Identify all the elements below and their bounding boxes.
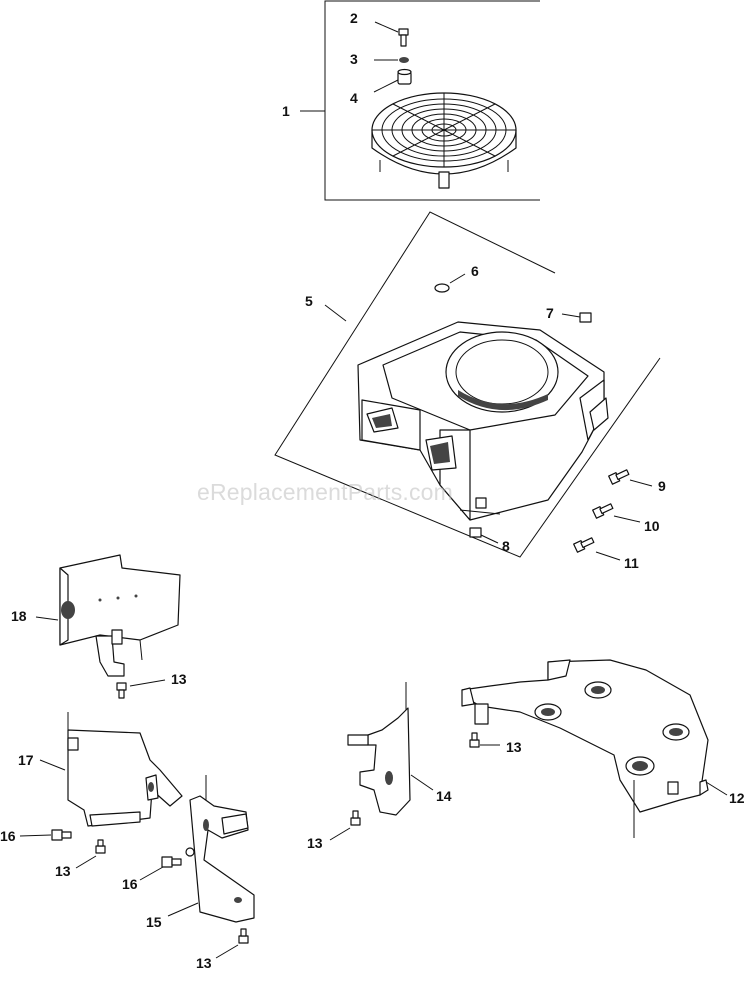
leader-7 <box>561 313 581 318</box>
callout-4: 4 <box>350 90 358 106</box>
callout-13-d: 13 <box>307 835 323 851</box>
leader-14 <box>410 774 434 791</box>
callout-2: 2 <box>350 10 358 26</box>
shroud-part-18 <box>59 554 181 677</box>
screw-part-13-b <box>95 839 106 854</box>
screw-part-13-d <box>350 810 361 826</box>
bracket-part-14 <box>347 682 411 816</box>
callout-9: 9 <box>658 478 666 494</box>
callout-8: 8 <box>502 538 510 554</box>
spacer-part-4 <box>397 68 412 85</box>
leader-13-d <box>329 827 351 841</box>
leader-9 <box>629 479 653 487</box>
callout-18: 18 <box>11 608 27 624</box>
screw-part-9 <box>608 469 630 485</box>
callout-17: 17 <box>18 752 34 768</box>
watermark-text: eReplacementParts.com <box>197 479 453 505</box>
screw-part-13-a <box>116 682 127 699</box>
plug-part-6 <box>434 283 450 293</box>
callout-3: 3 <box>350 51 358 67</box>
screw-part-2 <box>398 28 409 47</box>
callout-10: 10 <box>644 518 660 534</box>
callout-15: 15 <box>146 914 162 930</box>
base-shroud-part-12 <box>461 659 709 838</box>
washer-part-3 <box>399 57 409 63</box>
baffle-part-17 <box>67 712 183 827</box>
screw-part-16-a <box>51 829 72 841</box>
callout-14: 14 <box>436 788 452 804</box>
screen-assembly-group <box>300 0 540 201</box>
callout-13-a: 13 <box>171 671 187 687</box>
leader-16-b <box>139 866 164 881</box>
callout-7: 7 <box>546 305 554 321</box>
group-bracket-1 <box>324 0 540 201</box>
leader-11 <box>595 551 621 561</box>
leader-6 <box>449 273 466 284</box>
callout-11: 11 <box>624 555 639 571</box>
screw-part-10 <box>592 503 614 519</box>
group-bracket-5 <box>274 211 661 558</box>
leader-18 <box>35 616 59 621</box>
callout-6: 6 <box>471 263 479 279</box>
callout-12: 12 <box>729 790 745 806</box>
screw-part-11 <box>573 537 595 553</box>
leader-16-a <box>19 834 52 837</box>
grass-screen-part-1 <box>371 92 517 189</box>
callout-13-b: 13 <box>55 863 71 879</box>
clip-part-7 <box>579 312 592 323</box>
callout-5: 5 <box>305 293 313 309</box>
leader-17 <box>39 759 66 771</box>
blower-housing-group <box>274 211 661 561</box>
callout-1: 1 <box>282 103 290 119</box>
bracket-part-15 <box>185 775 255 923</box>
screw-part-16-b <box>161 856 182 868</box>
callout-13-c: 13 <box>196 955 212 971</box>
leader-15 <box>167 902 199 917</box>
leader-4 <box>373 79 399 93</box>
leader-13-a <box>129 679 166 687</box>
leader-13-b <box>75 855 97 869</box>
leader-13-c <box>215 944 239 959</box>
blower-housing-part-5 <box>357 321 609 521</box>
callout-16-a: 16 <box>0 828 16 844</box>
leader-10 <box>613 515 641 523</box>
screw-part-13-c <box>238 928 249 944</box>
leader-2 <box>374 21 399 33</box>
leader-5 <box>324 304 347 322</box>
callout-13-e: 13 <box>506 739 522 755</box>
leader-12 <box>705 781 728 796</box>
clip-part-8 <box>469 527 482 538</box>
screw-part-13-e <box>469 732 480 748</box>
leader-8 <box>480 534 499 544</box>
callout-16-b: 16 <box>122 876 138 892</box>
